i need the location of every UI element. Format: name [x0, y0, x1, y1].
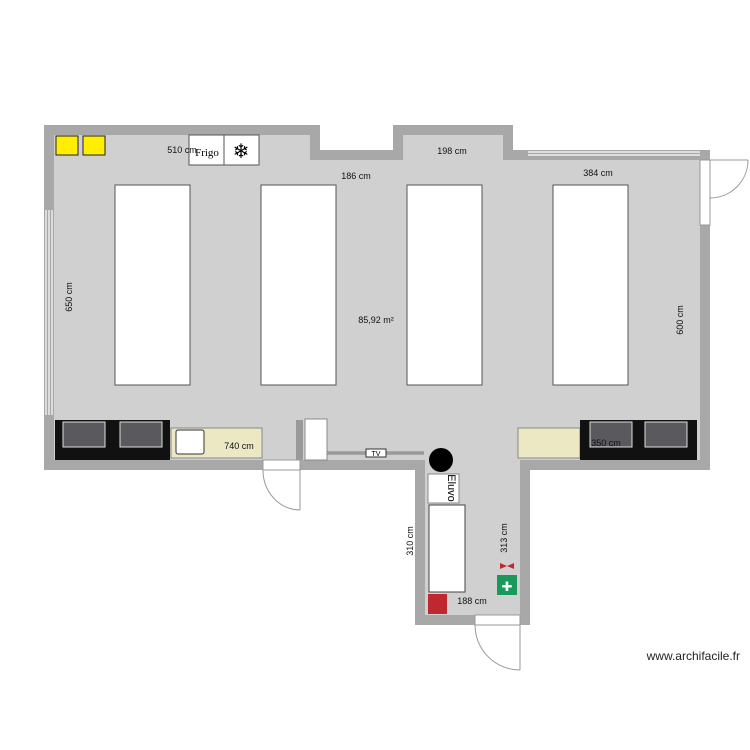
emergency-exit-icon — [497, 575, 517, 595]
window-top — [528, 151, 700, 156]
sink-label: Eluvo — [445, 474, 457, 502]
table — [552, 184, 629, 386]
fridge-label: Frigo — [195, 147, 219, 159]
fire-extinguisher-icon — [428, 594, 447, 614]
cabinet — [304, 418, 328, 461]
table — [114, 184, 191, 386]
dim-corridor-right: 313 cm — [499, 523, 509, 553]
ovens-right — [580, 420, 697, 460]
table — [406, 184, 483, 386]
dim-bottom-right: 350 cm — [591, 438, 621, 448]
valve-icon — [500, 563, 514, 569]
tables — [114, 184, 629, 386]
watermark: www.archifacile.fr — [646, 649, 740, 663]
tv-label: TV — [372, 451, 381, 458]
cabinet-corridor — [428, 504, 466, 593]
fridge — [188, 134, 225, 166]
dim-left: 650 cm — [64, 282, 74, 312]
ovens-left — [55, 420, 170, 460]
yellow-bin — [55, 135, 79, 156]
snowflake-icon: ❄ — [233, 141, 250, 163]
table — [260, 184, 337, 386]
floor — [54, 135, 700, 615]
dim-top-mid: 198 cm — [437, 146, 467, 156]
person-glyph: ✚ — [502, 579, 513, 594]
area-label: 85,92 m² — [358, 315, 394, 325]
door-corridor[interactable] — [474, 614, 521, 671]
sink — [175, 429, 205, 455]
dim-corridor-left: 310 cm — [405, 526, 415, 556]
counter-right — [517, 427, 581, 459]
sink-unit — [427, 473, 460, 504]
dim-bottom-left: 740 cm — [224, 441, 254, 451]
freezer — [223, 134, 260, 166]
window-left — [45, 210, 53, 415]
dim-top-notch: 186 cm — [341, 171, 371, 181]
door-bottom-left[interactable] — [262, 459, 301, 511]
tv — [365, 448, 387, 458]
door-right[interactable] — [699, 159, 749, 226]
dim-corridor-bottom: 188 cm — [457, 596, 487, 606]
dim-top-left: 510 cm — [167, 145, 197, 155]
pillar — [429, 448, 453, 472]
dim-top-right: 384 cm — [583, 168, 613, 178]
yellow-bin — [82, 135, 106, 156]
column — [296, 420, 303, 460]
dim-right: 600 cm — [675, 305, 685, 335]
